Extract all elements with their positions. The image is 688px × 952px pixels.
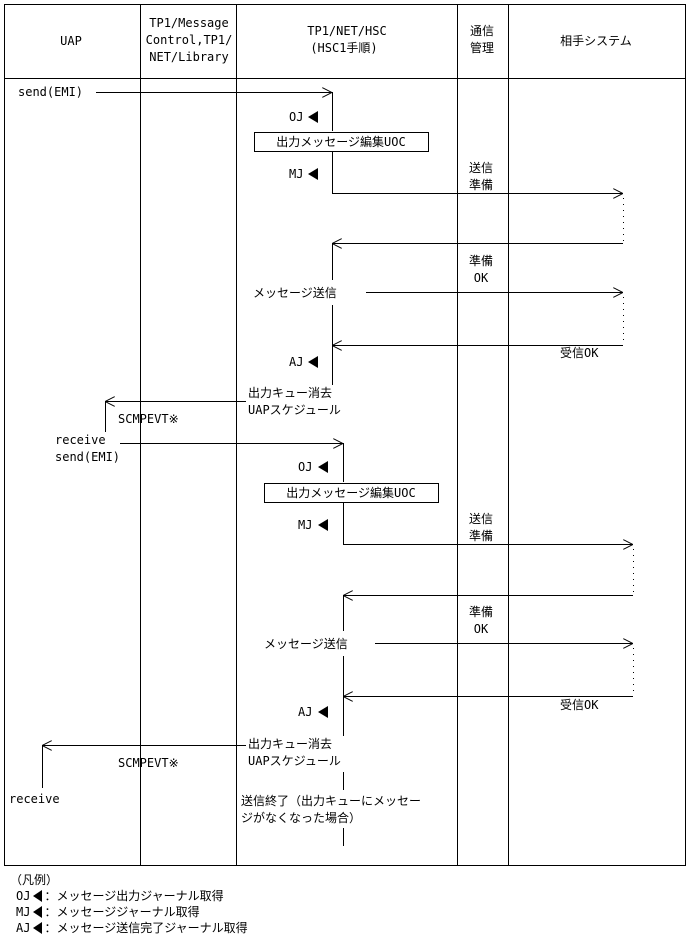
oj-marker-1 (308, 111, 318, 123)
header-comm-2: 管理 (470, 40, 494, 55)
sequence-diagram: UAP TP1/Message Control,TP1/ NET/Library… (4, 4, 686, 866)
header-hsc-1: TP1/NET/HSC (307, 24, 386, 38)
scmpevt-label-2: SCMPEVT※ (118, 756, 179, 770)
legend-text: ：メッセージジャーナル取得 (44, 905, 200, 919)
uoc-label-2: 出力メッセージ編集UOC (286, 485, 415, 500)
header-peer: 相手システム (560, 34, 632, 48)
journal-marker-icon (33, 906, 43, 918)
mj-marker-1 (308, 168, 318, 180)
oj-label-1: OJ (289, 110, 303, 124)
queue-label-1a: 出力キュー消去 (248, 386, 332, 400)
end-note-1: 送信終了（出力キューにメッセー (241, 793, 421, 808)
end-note-2: ジがなくなった場合） (241, 810, 361, 825)
msg-send-label-2: メッセージ送信 (264, 636, 348, 651)
prep-ok-label-1a: 準備 (469, 253, 493, 268)
prep-ok-label-2a: 準備 (469, 604, 493, 619)
prep-ok-label-2b: OK (474, 622, 489, 636)
legend-item-mj: MJ ：メッセージジャーナル取得 (10, 904, 248, 920)
send-label-2: send(EMI) (55, 450, 120, 464)
recv-ok-label-1: 受信OK (560, 346, 599, 360)
uoc-box-1 (254, 132, 429, 152)
legend-code: AJ (16, 921, 31, 935)
oj-label-2: OJ (298, 460, 312, 474)
flow-2: send(EMI) OJ 出力メッセージ編集UOC MJ 送信 準備 準備 OK… (9, 443, 634, 846)
prep-label-2a: 送信 (469, 511, 493, 526)
mj-marker-2 (318, 519, 328, 531)
header-msgctl-1: TP1/Message (149, 16, 228, 30)
mj-label-2: MJ (298, 518, 312, 532)
scmpevt-label-1: SCMPEVT※ (118, 412, 179, 426)
uoc-box-2 (264, 483, 439, 503)
oj-marker-2 (318, 461, 328, 473)
header-uap: UAP (60, 34, 82, 48)
legend-text: ：メッセージ出力ジャーナル取得 (44, 889, 224, 903)
prep-ok-label-1b: OK (474, 271, 489, 285)
journal-marker-icon (33, 890, 43, 902)
queue-label-2a: 出力キュー消去 (248, 737, 332, 751)
header-msgctl-3: NET/Library (149, 50, 228, 64)
aj-label-1: AJ (289, 355, 303, 369)
legend: （凡例） OJ ：メッセージ出力ジャーナル取得 MJ ：メッセージジャーナル取得 A… (10, 872, 248, 936)
legend-title: （凡例） (10, 873, 59, 887)
column-headers: UAP TP1/Message Control,TP1/ NET/Library… (60, 16, 632, 64)
aj-label-2: AJ (298, 705, 312, 719)
header-comm-1: 通信 (470, 24, 494, 38)
prep-label-1a: 送信 (469, 160, 493, 175)
uoc-label-1: 出力メッセージ編集UOC (276, 134, 405, 149)
legend-item-aj: AJ ：メッセージ送信完了ジャーナル取得 (10, 920, 248, 936)
header-hsc-2: (HSC1手順) (310, 41, 377, 55)
send-label-1: send(EMI) (18, 85, 83, 99)
journal-marker-icon (33, 922, 43, 934)
legend-code: OJ (16, 889, 31, 903)
table-frame (4, 4, 686, 866)
prep-label-2b: 準備 (469, 528, 493, 543)
recv-ok-label-2: 受信OK (560, 698, 599, 712)
prep-label-1b: 準備 (469, 177, 493, 192)
header-msgctl-2: Control,TP1/ (146, 33, 233, 47)
legend-code: MJ (16, 905, 31, 919)
flow-1: send(EMI) OJ 出力メッセージ編集UOC MJ 送信 準備 準備 OK… (18, 85, 624, 447)
receive-label-1: receive (55, 433, 106, 447)
queue-label-2b: UAPスケジュール (248, 754, 341, 768)
receive-label-2: receive (9, 792, 60, 806)
legend-text: ：メッセージ送信完了ジャーナル取得 (44, 921, 248, 935)
msg-send-label-1: メッセージ送信 (253, 285, 337, 300)
legend-item-oj: OJ ：メッセージ出力ジャーナル取得 (10, 888, 248, 904)
aj-marker-1 (308, 356, 318, 368)
mj-label-1: MJ (289, 167, 303, 181)
aj-marker-2 (318, 706, 328, 718)
queue-label-1b: UAPスケジュール (248, 403, 341, 417)
